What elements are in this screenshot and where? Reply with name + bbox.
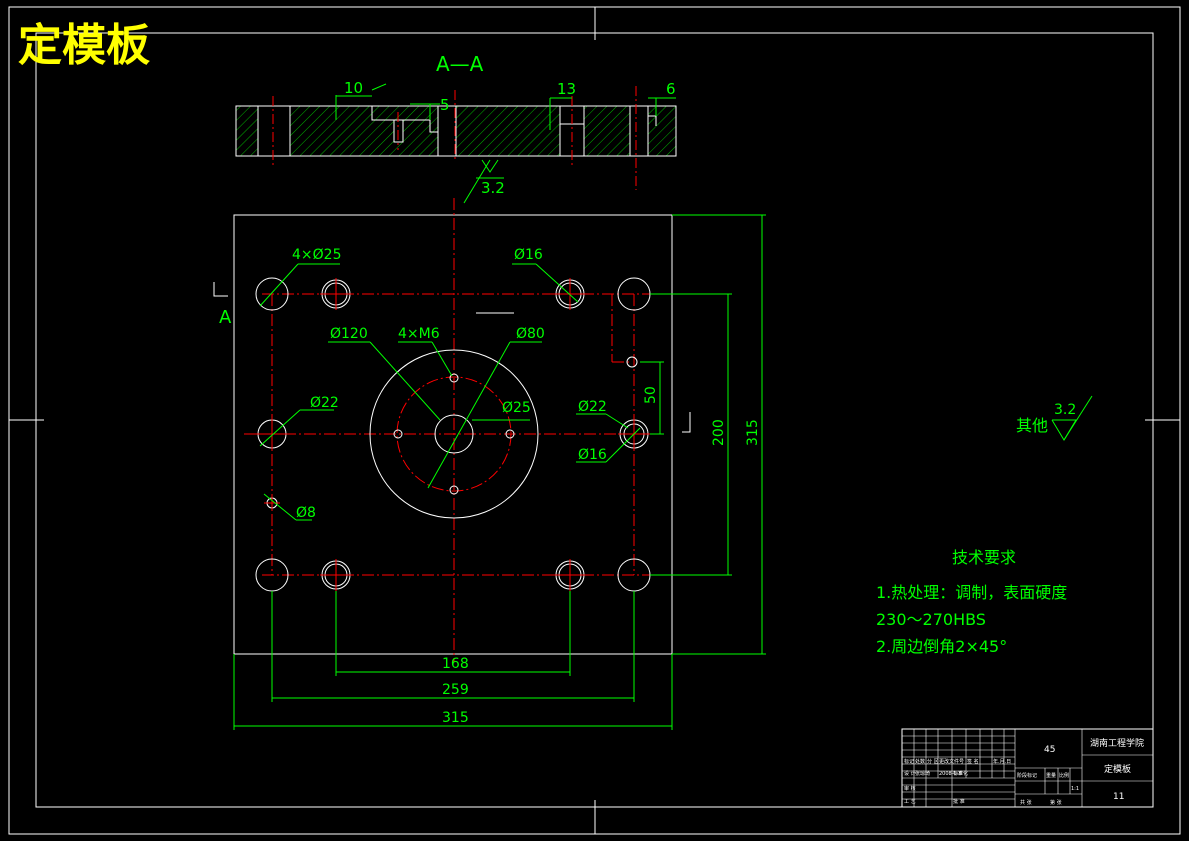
svg-text:比例: 比例: [1059, 772, 1069, 779]
svg-text:标记: 标记: [904, 758, 914, 765]
dim-5: 5: [440, 96, 450, 114]
label-m6: 4×M6: [398, 326, 440, 342]
tech-line-3: 2.周边倒角2×45°: [876, 637, 1007, 656]
svg-text:张琼琦: 张琼琦: [915, 770, 930, 777]
section-label: A—A: [436, 52, 484, 76]
school-name: 湖南工程学院: [1090, 737, 1144, 749]
dim-259: 259: [442, 682, 469, 698]
svg-text:年.月.日: 年.月.日: [993, 758, 1011, 765]
section-segment: [583, 105, 631, 157]
svg-text:重量: 重量: [1046, 772, 1056, 779]
title-block-small-text: 标记 处数 分 区 更改文件号 签 名 年.月.日 设 计 张琼琦 2008-6…: [904, 758, 1079, 806]
dim-50: 50: [643, 386, 659, 404]
svg-text:分 区: 分 区: [927, 758, 939, 765]
tech-heading: 技术要求: [952, 548, 1016, 567]
label-8: Ø8: [296, 505, 316, 521]
svg-text:共 张: 共 张: [1020, 799, 1032, 806]
other-roughness-value: 3.2: [1054, 402, 1076, 418]
material: 45: [1044, 745, 1055, 755]
centerlines: [244, 198, 664, 662]
svg-text:处数: 处数: [915, 758, 925, 765]
section-segment: [455, 105, 561, 157]
dim-200: 200: [711, 419, 727, 446]
label-22-right: Ø22: [578, 399, 607, 415]
svg-text:批 准: 批 准: [953, 798, 965, 805]
roughness-3-2: 3.2: [481, 179, 505, 197]
svg-text:2008-6-8: 2008-6-8: [939, 771, 962, 777]
svg-text:签 名: 签 名: [967, 758, 979, 765]
dim-315-horizontal: 315: [442, 710, 469, 726]
svg-text:更改文件号: 更改文件号: [939, 758, 964, 765]
section-segment: [647, 105, 677, 157]
dim-13: 13: [557, 80, 576, 98]
tech-line-2: 230～270HBS: [876, 610, 986, 629]
title-block: 标记 处数 分 区 更改文件号 签 名 年.月.日 设 计 张琼琦 2008-6…: [901, 728, 1154, 808]
svg-text:第 张: 第 张: [1050, 799, 1062, 806]
label-80: Ø80: [516, 326, 545, 342]
technical-requirements: 技术要求 1.热处理：调制，表面硬度 230～270HBS 2.周边倒角2×45…: [876, 548, 1067, 656]
plate-outline: [233, 214, 673, 655]
tech-line-1: 1.热处理：调制，表面硬度: [876, 583, 1067, 602]
svg-text:阶段标记: 阶段标记: [1017, 772, 1037, 779]
sheet-border: [8, 6, 1181, 835]
section-segment: [289, 105, 439, 157]
svg-text:工 艺: 工 艺: [904, 799, 916, 805]
drawing-number: 11: [1113, 792, 1124, 802]
section-marker: A: [219, 307, 232, 328]
label-22-left: Ø22: [310, 395, 339, 411]
dim-315-vertical: 315: [745, 419, 761, 446]
dim-6: 6: [666, 80, 676, 98]
svg-text:审 核: 审 核: [904, 785, 916, 792]
leaders: [259, 263, 641, 521]
dim-168: 168: [442, 656, 469, 672]
svg-text:1:1: 1:1: [1071, 786, 1079, 792]
section-view: A—A: [235, 52, 677, 204]
label-25: Ø25: [502, 400, 531, 416]
label-4x25: 4×Ø25: [292, 247, 341, 263]
part-name: 定模板: [1104, 763, 1131, 775]
section-segment: [235, 105, 259, 157]
label-120: Ø120: [330, 326, 368, 342]
label-16-top: Ø16: [514, 247, 543, 263]
svg-text:标准化: 标准化: [953, 770, 968, 777]
drawing-title: 定模板: [18, 20, 150, 71]
other-roughness: 其他 3.2: [1016, 395, 1093, 441]
svg-text:设 计: 设 计: [904, 770, 916, 777]
dim-10: 10: [344, 79, 363, 97]
other-label: 其他: [1016, 416, 1048, 435]
label-16-right: Ø16: [578, 447, 607, 463]
plan-view: A: [213, 198, 766, 730]
dimension-lines: [233, 214, 766, 730]
